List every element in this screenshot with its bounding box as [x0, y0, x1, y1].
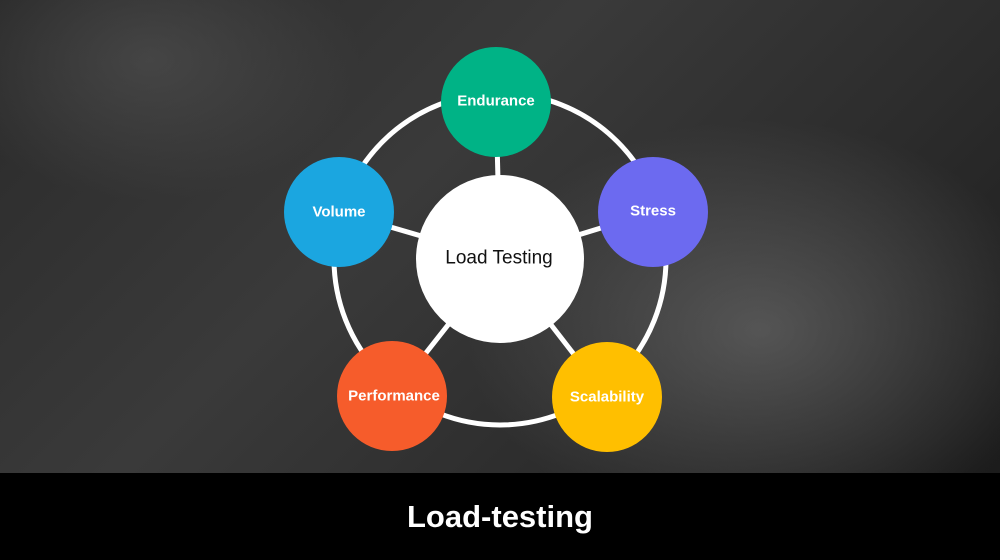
- node-performance: [337, 341, 447, 451]
- footer-title: Load-testing: [407, 498, 593, 534]
- label-performance: Performance: [348, 388, 440, 405]
- node-scalability: [552, 342, 662, 452]
- center-node: [416, 175, 584, 343]
- footer-banner: Load-testing: [0, 473, 1000, 560]
- label-stress: Stress: [630, 203, 676, 220]
- node-stress: [598, 157, 708, 267]
- node-volume: [284, 157, 394, 267]
- load-testing-diagram: Endurance Stress Scalability Performance…: [284, 47, 708, 452]
- label-scalability: Scalability: [570, 389, 645, 406]
- label-volume: Volume: [312, 204, 365, 221]
- node-endurance: [441, 47, 551, 157]
- center-label: Load Testing: [445, 248, 552, 269]
- label-endurance: Endurance: [457, 93, 535, 110]
